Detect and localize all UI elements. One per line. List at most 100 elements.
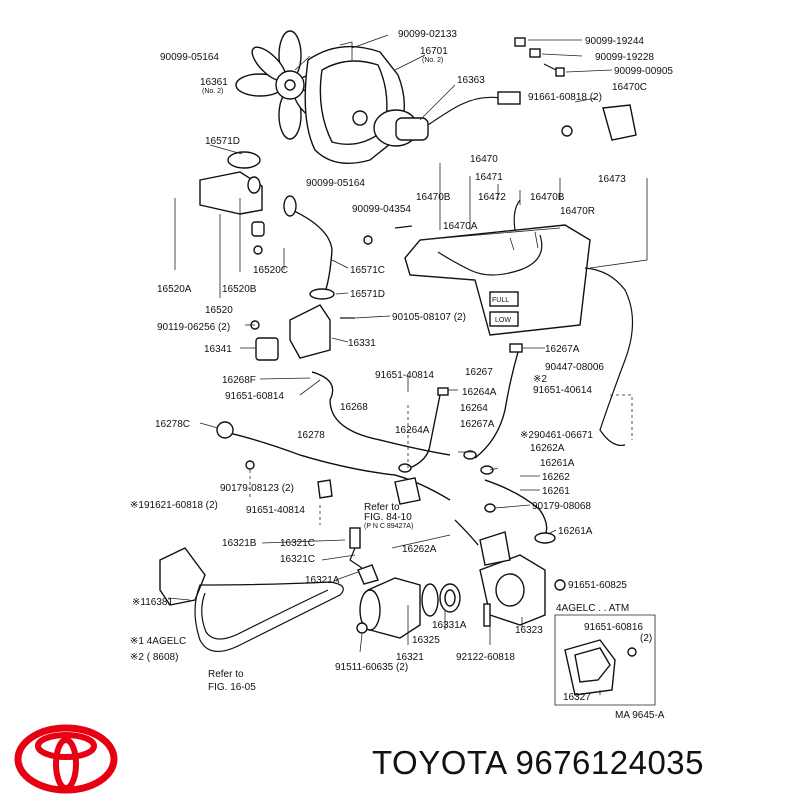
label-91511-60635: 91511-60635 (2) xyxy=(335,662,408,673)
label-16471: 16471 xyxy=(475,172,503,183)
toyota-logo-icon xyxy=(14,724,118,794)
clip-symbol xyxy=(356,622,368,634)
label-16261a-1: 16261A xyxy=(540,458,575,469)
label-16323: 16323 xyxy=(515,625,543,636)
label-16520b: 16520B xyxy=(222,284,257,295)
leader-lines xyxy=(167,34,648,695)
label-91661-60818: 91661-60818 (2) xyxy=(528,92,602,103)
fan-assembly xyxy=(235,30,521,164)
label-91651-40814a: 91651-40814 xyxy=(375,370,434,381)
label-refer-1: Refer to xyxy=(364,502,400,513)
label-90099-02133: 90099-02133 xyxy=(398,29,457,40)
label-16520: 16520 xyxy=(205,305,233,316)
dashed-leaders xyxy=(249,394,633,525)
label-refer-3: (P N C 89427A) xyxy=(364,523,413,530)
label-16520c: 16520C xyxy=(253,265,288,276)
label-note-1: ※1 4AGELC xyxy=(130,636,186,647)
label-refer-4: Refer to xyxy=(208,669,244,680)
label-16472: 16472 xyxy=(478,192,506,203)
label-91651-60816: 91651-60816 xyxy=(584,622,643,633)
label-16341: 16341 xyxy=(204,344,232,355)
label-16470a: 16470A xyxy=(443,221,478,232)
bracket-and-belt xyxy=(159,547,363,652)
label-16262a-2: 16262A xyxy=(402,544,437,555)
label-16321b: 16321B xyxy=(222,538,257,549)
label-90461-06671: ※290461-06671 xyxy=(520,430,593,441)
label-16264a-2: 16264A xyxy=(395,425,430,436)
bolts-top-right xyxy=(514,37,565,77)
label-90099-04354: 90099-04354 xyxy=(352,204,411,215)
label-90099-05164b: 90099-05164 xyxy=(306,178,365,189)
label-91651-40814b: 91651-40814 xyxy=(246,505,305,516)
label-16262: 16262 xyxy=(542,472,570,483)
label-92122-60818: 92122-60818 xyxy=(456,652,515,663)
label-90099-00905: 90099-00905 xyxy=(614,66,673,77)
label-16470c: 16470C xyxy=(612,82,647,93)
label-16361-sub: (No. 2) xyxy=(202,88,223,95)
label-91621-60818: ※191621-60818 (2) xyxy=(130,500,218,511)
reservoir-tank: FULL LOW xyxy=(404,199,634,447)
label-16470b-1: 16470B xyxy=(416,192,451,203)
label-16268f: 16268F xyxy=(222,375,256,386)
label-16571c: 16571C xyxy=(350,265,385,276)
thermostat-housing xyxy=(349,527,566,639)
label-16264a-1: 16264A xyxy=(462,387,497,398)
label-16268: 16268 xyxy=(340,402,368,413)
atm-bracket-box xyxy=(554,614,656,706)
label-16331a: 16331A xyxy=(432,620,467,631)
label-90119-06256: 90119-06256 (2) xyxy=(157,322,230,333)
label-16381: ※116381 xyxy=(132,597,173,608)
brand-part-number: TOYOTA 9676124035 xyxy=(372,744,704,782)
label-4agelc-atm: 4AGELC . . ATM xyxy=(556,603,629,614)
label-90179-08068: 90179-08068 xyxy=(532,501,591,512)
part-labels: 90099-02133 16701 (No. 2) 90099-05164 16… xyxy=(130,29,673,721)
label-90179-08123: 90179-08123 (2) xyxy=(220,483,294,494)
label-16363: 16363 xyxy=(457,75,485,86)
label-91651-60814: 91651-60814 xyxy=(225,391,284,402)
label-low: LOW xyxy=(495,317,511,324)
clip-symbol xyxy=(561,125,573,137)
label-16470: 16470 xyxy=(470,154,498,165)
label-refer-2: FIG. 84-10 xyxy=(364,512,412,523)
label-16331: 16331 xyxy=(348,338,376,349)
label-16278: 16278 xyxy=(297,430,325,441)
water-pipes xyxy=(216,343,556,546)
label-16321c-2: 16321C xyxy=(280,554,315,565)
label-16267: 16267 xyxy=(465,367,493,378)
label-90099-05164: 90099-05164 xyxy=(160,52,219,63)
label-16278c: 16278C xyxy=(155,419,190,430)
clip-symbol xyxy=(554,579,566,591)
label-16470r: 16470R xyxy=(560,206,595,217)
brand-name: TOYOTA xyxy=(372,744,506,781)
label-16520a: 16520A xyxy=(157,284,192,295)
label-16267a-1: 16267A xyxy=(545,344,580,355)
label-91651-60816-qty: (2) xyxy=(640,633,652,644)
label-16327: 16327 xyxy=(563,692,591,703)
label-90099-19244: 90099-19244 xyxy=(585,36,644,47)
label-91651-60825: 91651-60825 xyxy=(568,580,627,591)
label-16264: 16264 xyxy=(460,403,488,414)
label-16361: 16361 xyxy=(200,77,228,88)
upper-hoses xyxy=(199,151,413,361)
label-refer-5: FIG. 16-05 xyxy=(208,682,256,693)
label-16571d-low: 16571D xyxy=(350,289,385,300)
label-full: FULL xyxy=(492,297,509,304)
label-16473: 16473 xyxy=(598,174,626,185)
label-16571d: 16571D xyxy=(205,136,240,147)
bracket-16470c xyxy=(602,104,637,141)
label-16321a: 16321A xyxy=(305,575,340,586)
diagram-code: MA 9645-A xyxy=(615,710,665,721)
label-91651-40614: 91651-40614 xyxy=(533,385,592,396)
label-16321: 16321 xyxy=(396,652,424,663)
label-note-2: ※2 xyxy=(533,374,547,385)
label-16261a-2: 16261A xyxy=(558,526,593,537)
label-16470b-2: 16470B xyxy=(530,192,565,203)
part-number: 9676124035 xyxy=(515,744,705,781)
label-16701-sub: (No. 2) xyxy=(422,57,443,64)
label-note-2-code: ※2 ( 8608) xyxy=(130,652,178,663)
label-90099-19228: 90099-19228 xyxy=(595,52,654,63)
label-16262a-1: 16262A xyxy=(530,443,565,454)
label-16325: 16325 xyxy=(412,635,440,646)
label-90105-08107: 90105-08107 (2) xyxy=(392,312,466,323)
